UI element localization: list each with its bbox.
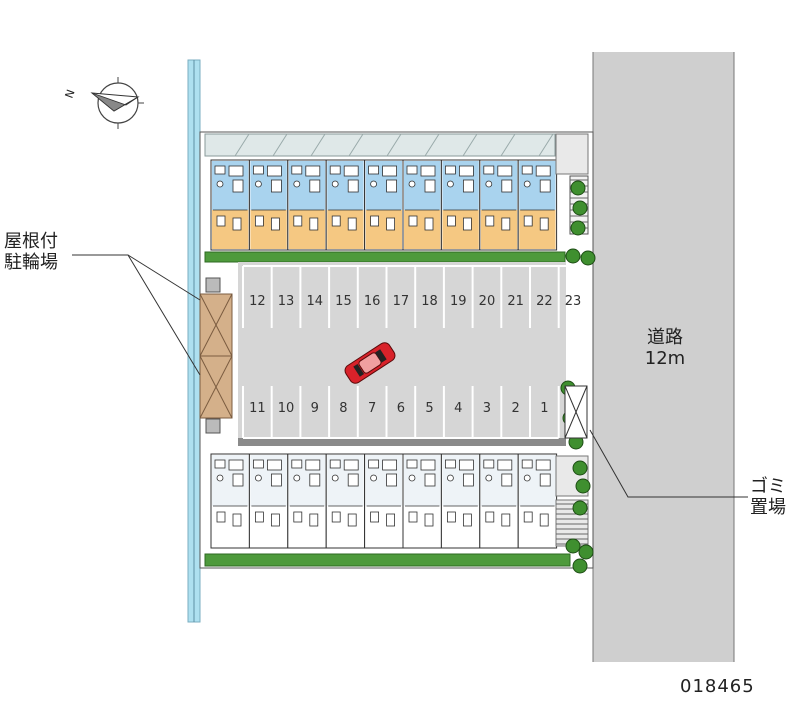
stairs-bottom [555, 455, 589, 547]
stall-number: 13 [278, 294, 295, 309]
shrub-icon [565, 538, 581, 554]
stall-number: 11 [249, 401, 266, 416]
parking-top-row: 12 13 14 15 16 17 18 19 20 21 22 23 [242, 265, 589, 328]
stall-number: 17 [393, 294, 410, 309]
road-label: 道路 12m [605, 327, 725, 369]
stall-number: 20 [479, 294, 496, 309]
stall-number: 12 [249, 294, 266, 309]
stall-number: 8 [339, 401, 347, 416]
parking-lot-dark-strip [238, 438, 566, 446]
garbage-label-line-1: ゴミ [750, 476, 786, 497]
leader-bicycle [72, 254, 201, 376]
leader-garbage [589, 429, 748, 498]
shrub-icon [580, 250, 596, 266]
shrub-icon [575, 478, 591, 494]
shrub-icon [578, 544, 594, 560]
garbage-area [564, 385, 588, 439]
stall-number: 9 [311, 401, 319, 416]
stall-number: 22 [536, 294, 553, 309]
parking-lot [238, 262, 566, 444]
top-building-roof [204, 133, 556, 157]
road-label-name: 道路 [647, 327, 683, 348]
stall-number: 19 [450, 294, 467, 309]
property-code: 018465 [680, 676, 755, 697]
bicycle-parking-label: 屋根付 駐輪場 [4, 231, 58, 273]
garbage-label: ゴミ 置場 [750, 476, 786, 518]
stall-number: 5 [425, 401, 433, 416]
parking-bottom-row: 11 10 9 8 7 6 5 4 3 2 1 [242, 386, 560, 439]
shrub-icon [572, 200, 588, 216]
hedge-top [204, 251, 566, 263]
top-building [210, 159, 558, 251]
shrub-icon [572, 500, 588, 516]
stall-number: 23 [565, 294, 582, 309]
garbage-label-line-2: 置場 [750, 496, 786, 518]
shrub-icon [570, 220, 586, 236]
stall-number: 21 [507, 294, 524, 309]
shrub-icon [565, 248, 581, 264]
shrub-icon [572, 460, 588, 476]
road [593, 52, 734, 662]
bottom-building [210, 453, 558, 549]
shrub-icon [572, 558, 588, 574]
leader-bicycle-2 [127, 254, 201, 301]
hedge-bottom [204, 553, 571, 567]
stall-number: 15 [335, 294, 352, 309]
stall-number: 3 [483, 401, 491, 416]
stall-number: 2 [512, 401, 520, 416]
stall-number: 1 [540, 401, 548, 416]
compass-north-label: N [63, 88, 78, 100]
stall-number: 18 [421, 294, 438, 309]
shrub-icon [570, 180, 586, 196]
stall-number: 7 [368, 401, 376, 416]
road-label-width: 12m [644, 347, 686, 369]
car-icon [344, 342, 396, 384]
stall-number: 4 [454, 401, 462, 416]
bicycle-parking-line-1: 屋根付 [4, 231, 58, 252]
stall-number: 10 [278, 401, 295, 416]
compass-icon: N [63, 77, 144, 129]
stall-number: 6 [397, 401, 405, 416]
stall-number: 16 [364, 294, 381, 309]
bicycle-parking-line-2: 駐輪場 [4, 251, 58, 273]
stall-number: 14 [306, 294, 323, 309]
